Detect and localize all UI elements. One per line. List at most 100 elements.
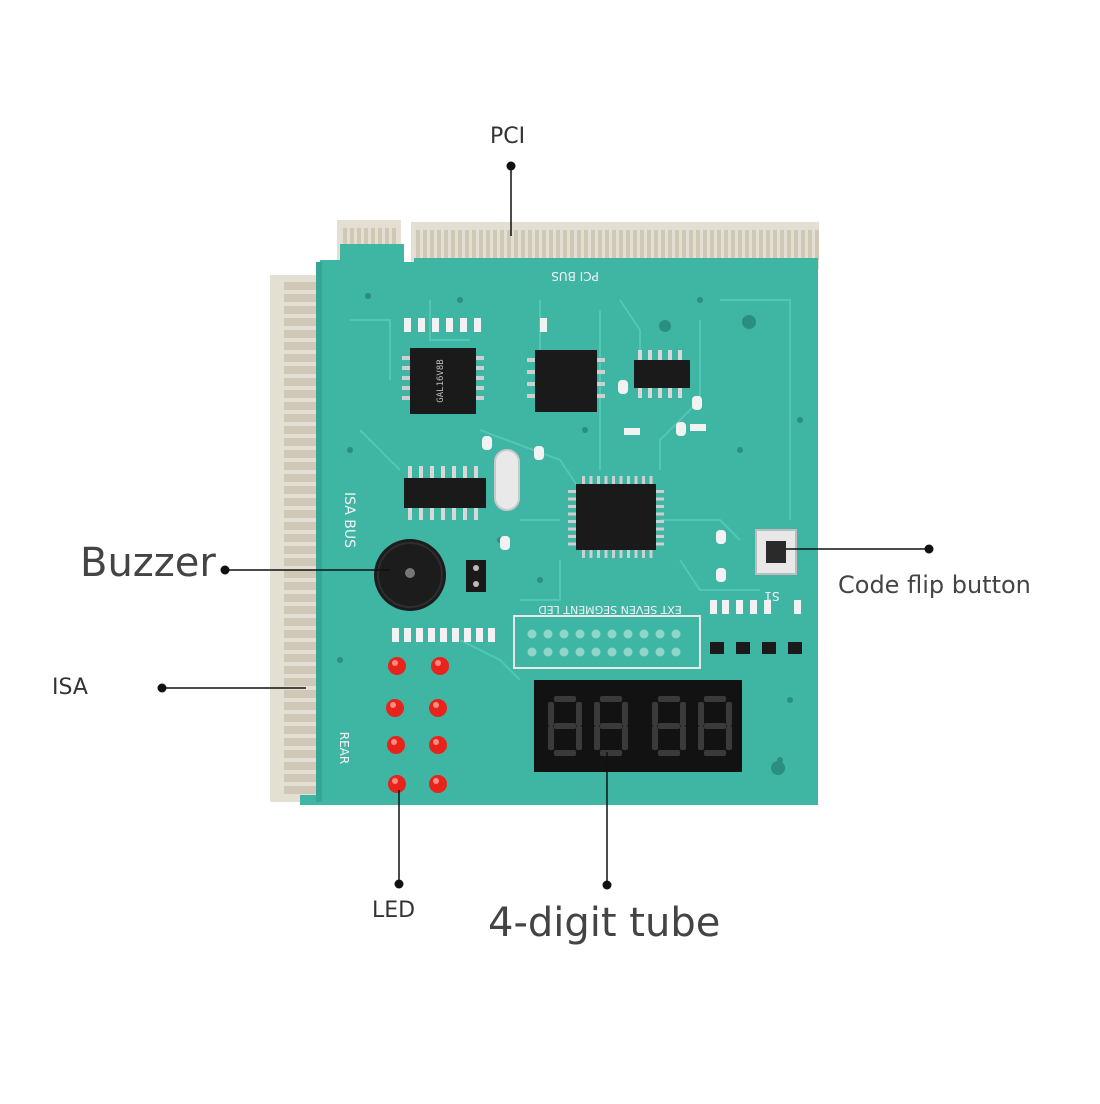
pci-finger — [612, 230, 616, 260]
pci-finger — [640, 230, 644, 260]
pci-finger — [423, 230, 427, 260]
led — [431, 657, 449, 675]
led — [388, 657, 406, 675]
qfp-pin — [589, 550, 593, 558]
led — [429, 699, 447, 717]
label-four-digit-tube: 4-digit tube — [488, 900, 721, 946]
qfp-pin — [656, 497, 664, 501]
qfp-pin — [649, 476, 653, 484]
chip-u3-pins — [638, 350, 682, 398]
chip-u3 — [634, 360, 690, 388]
qfp-pin — [656, 505, 664, 508]
callout-dot-led — [394, 879, 404, 889]
digit-segment — [554, 723, 576, 729]
pci-finger — [759, 230, 763, 260]
chip-u2-pins — [527, 358, 605, 398]
pci-finger — [731, 230, 735, 260]
pci-bus-silkscreen: PCI BUS — [551, 269, 599, 283]
qfp-pin — [604, 550, 608, 558]
header-pin — [559, 629, 569, 639]
header-pin — [607, 629, 617, 639]
isa-finger — [284, 318, 320, 326]
resistor-row-top — [404, 318, 547, 332]
isa-finger — [284, 642, 320, 650]
isa-finger — [284, 450, 320, 458]
pci-finger — [647, 230, 651, 260]
qfp-pin — [612, 550, 615, 558]
led — [387, 736, 405, 754]
pci-finger — [703, 230, 707, 260]
pcb-edge-shade — [316, 262, 322, 802]
isa-finger — [284, 666, 320, 674]
code-flip-button-cap — [766, 541, 786, 563]
qfp-pin — [634, 476, 638, 484]
header-pin — [527, 647, 537, 657]
isa-finger — [284, 402, 320, 410]
digit-segment — [600, 750, 622, 756]
isa-finger — [284, 474, 320, 482]
pci-finger — [458, 230, 462, 260]
pci-finger — [626, 230, 630, 260]
qfp-pin — [568, 512, 576, 516]
pci-finger — [717, 230, 721, 260]
isa-finger — [284, 582, 320, 590]
led-highlight — [433, 778, 439, 784]
isa-finger — [284, 366, 320, 374]
isa-finger — [284, 294, 320, 302]
led — [388, 775, 406, 793]
display-module-left — [534, 680, 638, 772]
header-pin — [607, 647, 617, 657]
mount-hole-mid — [659, 320, 671, 332]
pci-finger — [584, 230, 588, 260]
pci-finger — [675, 230, 679, 260]
pci-finger — [577, 230, 581, 260]
digit-segment — [658, 750, 680, 756]
mount-hole-top — [742, 315, 756, 329]
callout-dot-tube — [602, 880, 612, 890]
pci-finger — [542, 230, 546, 260]
led-highlight — [433, 739, 439, 745]
pci-finger — [815, 230, 819, 260]
pci-finger — [801, 230, 805, 260]
isa-finger — [284, 750, 320, 758]
pci-finger — [773, 230, 777, 260]
digit-segment — [576, 726, 582, 750]
header-pin — [591, 629, 601, 639]
isa-finger — [284, 762, 320, 770]
digit-segment — [554, 750, 576, 756]
chip-u1 — [410, 348, 476, 414]
qfp-pin — [568, 490, 576, 493]
digit-segment — [726, 726, 732, 750]
segment-header — [513, 615, 701, 669]
header-pin — [575, 629, 585, 639]
led — [429, 775, 447, 793]
chip-u2 — [535, 350, 597, 412]
status-leds — [386, 657, 449, 793]
pci-finger — [745, 230, 749, 260]
isa-finger — [284, 306, 320, 314]
chip-u1-marking: GAL16V8B — [436, 359, 446, 402]
isa-finger — [284, 510, 320, 518]
isa-finger — [284, 618, 320, 626]
digit-segment — [704, 750, 726, 756]
isa-finger — [284, 354, 320, 362]
isa-finger — [284, 438, 320, 446]
qfp-pin — [656, 542, 664, 546]
display-module-right — [638, 680, 742, 772]
header-pin — [639, 647, 649, 657]
pci-finger — [633, 230, 637, 260]
pci-finger — [682, 230, 686, 260]
digit-segment — [698, 726, 704, 750]
header-pin — [623, 647, 633, 657]
pci-finger — [563, 230, 567, 260]
isa-finger — [284, 654, 320, 662]
qfp-pin — [656, 535, 664, 538]
jumper-pin — [473, 565, 479, 571]
pci-finger — [766, 230, 770, 260]
pci-finger — [724, 230, 728, 260]
header-pin — [671, 647, 681, 657]
pci-finger — [787, 230, 791, 260]
qfp-pin — [656, 520, 664, 523]
callouts — [162, 166, 929, 885]
pci-finger — [479, 230, 483, 260]
